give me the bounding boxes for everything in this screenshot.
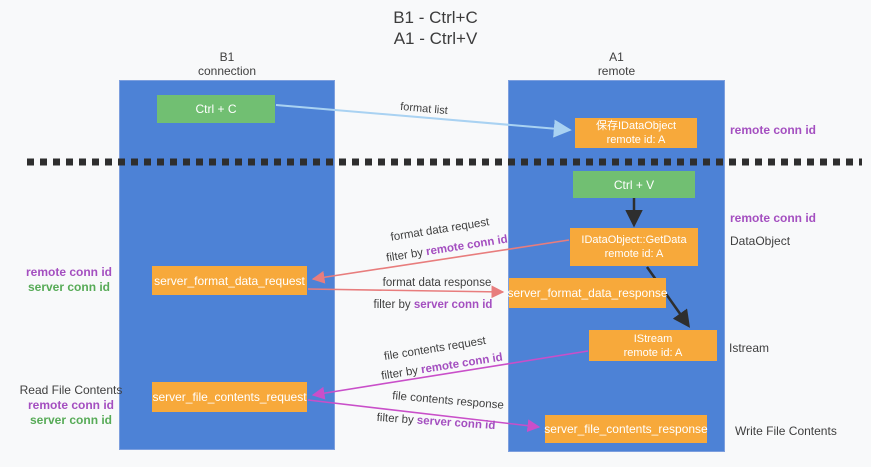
right-label-remote-conn-id-top: remote conn id <box>730 123 817 137</box>
lifeline-b1-subtitle: connection <box>197 64 257 78</box>
format-data-response-arrow <box>307 285 505 299</box>
node-save-idataobject-line1: 保存IDataObject <box>595 120 677 132</box>
title-line-2: A1 - Ctrl+V <box>393 29 478 48</box>
left-label-remote-conn-id-1: remote conn id <box>25 265 112 279</box>
right-label-dataobject: DataObject <box>730 234 791 248</box>
format-data-response-label: format data response <box>382 277 492 289</box>
node-ctrl-c: Ctrl + C <box>157 95 275 123</box>
format-data-response-filter-label: filter by server conn id <box>374 299 493 311</box>
lifeline-b1-name: B1 <box>219 50 235 64</box>
node-istream-line2: remote id: A <box>623 346 683 359</box>
getdata-to-istream-arrow <box>645 266 691 328</box>
node-istream-line1: IStream <box>633 332 673 345</box>
right-label-remote-conn-id-mid: remote conn id <box>730 211 817 225</box>
node-server-file-contents-request-label: server_file_contents_request <box>152 390 307 404</box>
format-data-request-arrow <box>311 239 570 284</box>
left-label-group-format: remote conn id server conn id <box>4 265 134 295</box>
node-server-format-data-request-label: server_format_data_request <box>154 273 305 288</box>
node-ctrl-c-label: Ctrl + C <box>195 102 237 116</box>
lifeline-header-a1: A1 remote <box>508 50 725 78</box>
left-label-server-conn-id-1: server conn id <box>27 280 111 294</box>
right-label-istream: Istream <box>729 341 770 355</box>
lifeline-a1-subtitle: remote <box>597 64 636 78</box>
node-istream: IStream remote id: A <box>589 330 717 361</box>
node-server-format-data-request: server_format_data_request <box>152 266 307 295</box>
node-getdata-line2: remote id: A <box>604 248 664 260</box>
node-ctrl-v: Ctrl + V <box>573 171 695 198</box>
node-server-file-contents-response: server_file_contents_response <box>544 415 708 443</box>
node-save-idataobject-line2: remote id: A <box>606 134 666 146</box>
node-server-format-data-response: server_format_data_response <box>507 278 668 308</box>
node-idataobject-getdata: IDataObject::GetData remote id: A <box>570 228 698 266</box>
server-conn-id-keyword: server conn id <box>413 299 493 311</box>
left-label-group-file: Read File Contents remote conn id server… <box>6 383 136 428</box>
file-contents-response-arrow <box>307 399 541 433</box>
diagram-title: B1 - Ctrl+C A1 - Ctrl+V <box>0 7 871 49</box>
lifeline-a1-name: A1 <box>609 50 624 64</box>
title-line-1: B1 - Ctrl+C <box>393 8 478 27</box>
left-label-remote-conn-id-2: remote conn id <box>27 398 114 412</box>
node-getdata-line1: IDataObject::GetData <box>581 234 687 246</box>
lifeline-header-b1: B1 connection <box>119 50 335 78</box>
left-label-server-conn-id-2: server conn id <box>29 413 113 427</box>
node-server-format-data-response-label: server_format_data_response <box>507 286 668 300</box>
right-label-write-file-contents: Write File Contents <box>735 424 837 438</box>
left-label-read-file-contents: Read File Contents <box>19 383 123 397</box>
node-save-idataobject: 保存IDataObject remote id: A <box>575 118 697 148</box>
file-contents-request-arrow <box>311 350 589 400</box>
node-server-file-contents-response-label: server_file_contents_response <box>544 422 708 436</box>
filter-by-prefix: filter by <box>373 299 414 311</box>
node-server-file-contents-request: server_file_contents_request <box>152 382 307 412</box>
format-list-arrow <box>275 104 572 138</box>
node-ctrl-v-label: Ctrl + V <box>613 177 655 192</box>
